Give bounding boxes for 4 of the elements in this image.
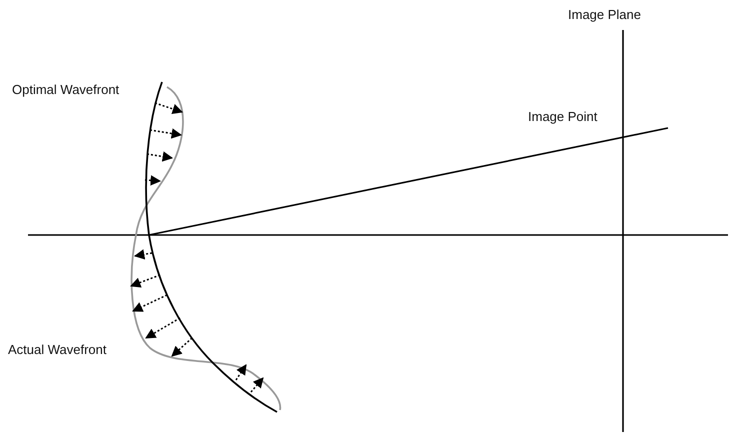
point-label: Image Point [528,109,598,125]
plane-label: Image Plane [568,7,641,23]
wavefront-label: Optimal Wavefront [12,82,120,98]
wavefront-label: Actual Wavefront [8,342,107,358]
